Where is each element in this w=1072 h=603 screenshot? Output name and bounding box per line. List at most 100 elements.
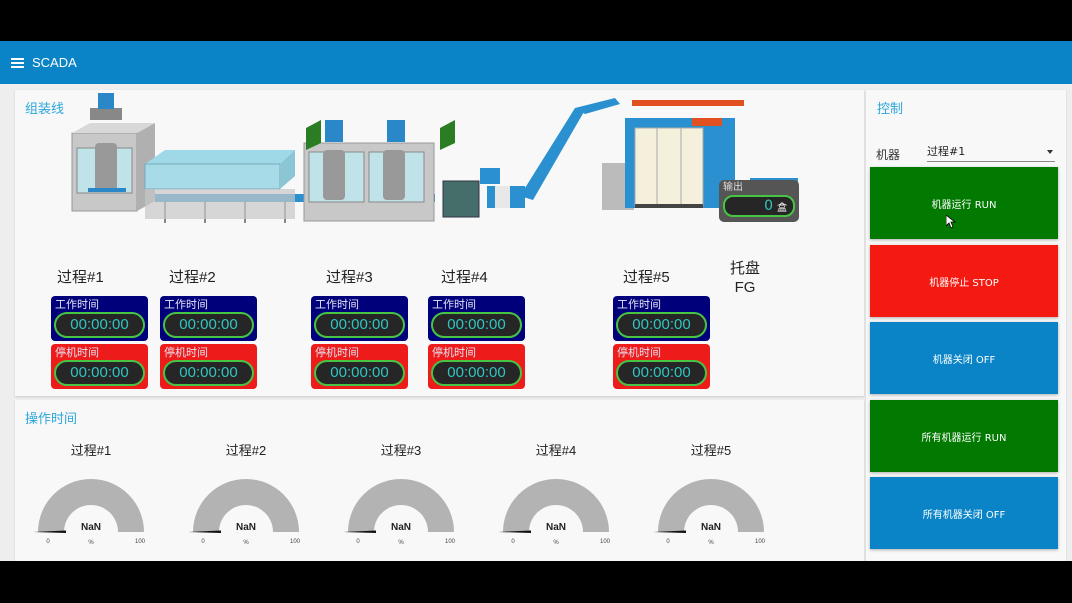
gauge-needle — [343, 530, 376, 533]
work-time-label: 工作时间 — [432, 298, 476, 311]
assembly-line-title: 组装线 — [25, 102, 65, 117]
process-2-work-timer: 工作时间 00:00:00 — [160, 296, 257, 341]
gauge-max: 100 — [135, 539, 146, 545]
pallet-label: 托盘 — [729, 260, 760, 277]
process-5-work-timer: 工作时间 00:00:00 — [613, 296, 710, 341]
process-3-label: 过程#3 — [326, 269, 373, 286]
machine-stop-label: 机器停止 STOP — [929, 277, 999, 289]
gauge-min: 0 — [666, 539, 670, 545]
gauge-value: NaN — [391, 522, 411, 533]
process-3-stop-timer: 停机时间 00:00:00 — [311, 344, 408, 389]
all-machines-run-label: 所有机器运行 RUN — [921, 432, 1007, 444]
gauge-min: 0 — [511, 539, 515, 545]
gauge-track — [348, 479, 454, 532]
gauge-needle — [498, 530, 531, 533]
all-machines-off-button[interactable]: 所有机器关闭 OFF — [870, 477, 1058, 549]
gauge-unit: % — [398, 540, 404, 545]
process-2-label: 过程#2 — [169, 269, 216, 286]
stop-time-label: 停机时间 — [55, 346, 99, 359]
process-4-label: 过程#4 — [441, 269, 488, 286]
machine-2-graphic — [144, 150, 435, 223]
operation-time-title: 操作时间 — [25, 412, 78, 427]
output-counter: 输出 0 盒 — [719, 180, 799, 222]
top-app-bar: SCADA — [0, 41, 1072, 84]
stop-time-value: 00:00:00 — [314, 360, 405, 386]
hamburger-icon[interactable] — [11, 57, 24, 68]
machine-label: 机器 — [876, 148, 901, 162]
gauge-value: NaN — [81, 522, 101, 533]
gauge-max: 100 — [755, 539, 766, 545]
work-time-value: 00:00:00 — [54, 312, 145, 338]
chevron-down-icon — [1047, 150, 1053, 154]
stop-time-value: 00:00:00 — [163, 360, 254, 386]
stop-time-value: 00:00:00 — [54, 360, 145, 386]
control-group: 控制 机器 过程#1 机器运行 RUN 机器停止 STOP 机器关闭 OFF 所… — [866, 90, 1066, 561]
machine-off-button[interactable]: 机器关闭 OFF — [870, 322, 1058, 394]
all-machines-run-button[interactable]: 所有机器运行 RUN — [870, 400, 1058, 472]
control-title: 控制 — [877, 102, 904, 117]
output-label: 输出 — [723, 182, 743, 193]
gauge-value: NaN — [236, 522, 256, 533]
gauge-value: NaN — [701, 522, 721, 533]
process-4-stop-timer: 停机时间 00:00:00 — [428, 344, 525, 389]
work-time-label: 工作时间 — [617, 298, 661, 311]
process-5-label: 过程#5 — [623, 269, 670, 286]
gauge-unit: % — [243, 540, 249, 545]
gauge-max: 100 — [600, 539, 611, 545]
gauge-track — [193, 479, 299, 532]
gauge-title: 过程#1 — [70, 443, 112, 458]
assembly-line-illustration — [71, 93, 798, 223]
gauge-min: 0 — [201, 539, 205, 545]
work-time-label: 工作时间 — [55, 298, 99, 311]
stop-time-label: 停机时间 — [315, 346, 359, 359]
gauge-track — [38, 479, 144, 532]
gauge-max: 100 — [290, 539, 301, 545]
gauge-unit: % — [88, 540, 94, 545]
fg-label: FG — [734, 279, 756, 296]
machine-select-value: 过程#1 — [927, 145, 966, 158]
gauge-min: 0 — [356, 539, 360, 545]
work-time-value: 00:00:00 — [163, 312, 254, 338]
process-4-work-timer: 工作时间 00:00:00 — [428, 296, 525, 341]
gauge-title: 过程#2 — [225, 443, 267, 458]
all-machines-off-label: 所有机器关闭 OFF — [922, 509, 1006, 521]
work-time-label: 工作时间 — [164, 298, 208, 311]
stop-time-label: 停机时间 — [617, 346, 661, 359]
machine-4-graphic — [442, 98, 620, 218]
output-unit: 盒 — [777, 202, 787, 214]
machine-select[interactable]: 过程#1 — [927, 142, 1055, 162]
gauge-title: 过程#5 — [690, 443, 732, 458]
process-5-stop-timer: 停机时间 00:00:00 — [613, 344, 710, 389]
gauge-unit: % — [553, 540, 559, 545]
process-1-label: 过程#1 — [57, 269, 104, 286]
gauge-min: 0 — [46, 539, 50, 545]
machine-run-button[interactable]: 机器运行 RUN — [870, 167, 1058, 239]
process-1-work-timer: 工作时间 00:00:00 — [51, 296, 148, 341]
gauge-needle — [653, 530, 686, 533]
machine-1-graphic — [71, 93, 155, 212]
gauge-title: 过程#4 — [535, 443, 577, 458]
pallet-fg-label: 托盘 FG — [725, 259, 765, 297]
stop-time-value: 00:00:00 — [431, 360, 522, 386]
work-time-label: 工作时间 — [315, 298, 359, 311]
process-1-stop-timer: 停机时间 00:00:00 — [51, 344, 148, 389]
stop-time-value: 00:00:00 — [616, 360, 707, 386]
output-value: 0 — [764, 198, 773, 214]
gauge-max: 100 — [445, 539, 456, 545]
machine-5-graphic — [602, 100, 798, 210]
gauge-track — [503, 479, 609, 532]
machine-stop-button[interactable]: 机器停止 STOP — [870, 245, 1058, 317]
assembly-line-group: 组装线 — [15, 90, 864, 396]
machine-run-label: 机器运行 RUN — [931, 199, 997, 211]
stop-time-label: 停机时间 — [164, 346, 208, 359]
app-title: SCADA — [32, 55, 77, 70]
gauge-needle — [188, 530, 221, 533]
work-time-value: 00:00:00 — [314, 312, 405, 338]
machine-3-graphic — [303, 120, 455, 222]
